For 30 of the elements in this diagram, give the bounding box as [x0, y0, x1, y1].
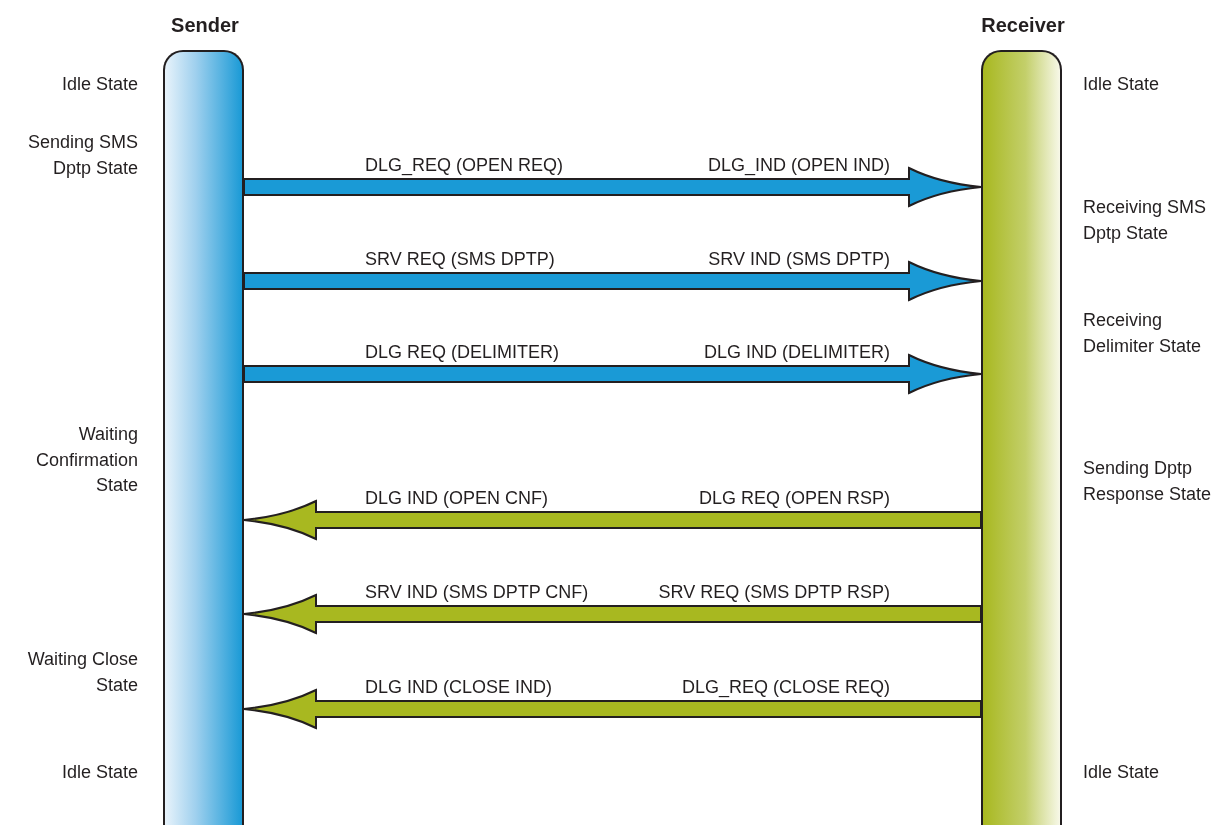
- message-arrow: [243, 594, 982, 634]
- state-label: Idle State: [1083, 761, 1161, 784]
- state-label: Idle State: [1083, 73, 1161, 96]
- state-label: Receiving Delimiter State: [1083, 309, 1203, 358]
- message-label: SRV IND (SMS DPTP): [708, 248, 890, 270]
- state-label: Receiving SMS Dptp State: [1083, 196, 1208, 245]
- message-arrow: [243, 689, 982, 729]
- message-label: DLG REQ (OPEN RSP): [698, 487, 890, 509]
- message-arrow: [243, 354, 982, 394]
- state-label: Waiting Close State: [26, 648, 138, 697]
- message-label: DLG IND (OPEN CNF): [365, 487, 548, 509]
- message-label: SRV IND (SMS DPTP CNF): [365, 581, 589, 603]
- message-arrow: [243, 261, 982, 301]
- message-label: DLG_REQ (CLOSE REQ): [681, 676, 890, 698]
- lifeline-heading: Receiver: [980, 14, 1066, 37]
- message-arrow: [243, 500, 982, 540]
- state-label: Sending SMS Dptp State: [26, 131, 138, 180]
- message-label: DLG IND (DELIMITER): [704, 341, 890, 363]
- state-label: Idle State: [60, 73, 138, 96]
- message-arrow: [243, 167, 982, 207]
- state-label: Sending Dptp Response State: [1083, 457, 1213, 506]
- message-label: DLG REQ (DELIMITER): [365, 341, 560, 363]
- state-label: Idle State: [60, 761, 138, 784]
- message-label: SRV REQ (SMS DPTP RSP): [658, 581, 890, 603]
- message-label: DLG_IND (OPEN IND): [707, 154, 890, 176]
- message-label: DLG IND (CLOSE IND): [365, 676, 553, 698]
- state-label: Waiting Confirmation State: [34, 423, 138, 497]
- message-label: DLG_REQ (OPEN REQ): [365, 154, 564, 176]
- message-label: SRV REQ (SMS DPTP): [365, 248, 555, 270]
- lifeline-heading: Sender: [170, 14, 240, 37]
